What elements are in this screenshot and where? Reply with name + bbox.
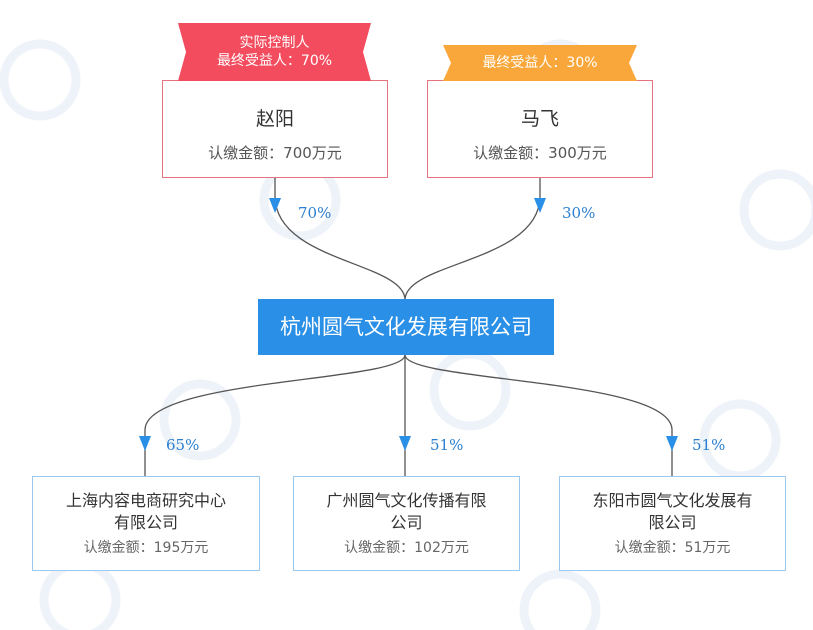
beneficiary-ribbon: 最终受益人：30% (443, 45, 637, 81)
arrow-down-icon (399, 436, 411, 451)
invested-company-card[interactable]: 东阳市圆气文化发展有 限公司 认缴金额：51万元 (559, 476, 786, 571)
shareholder-card[interactable]: 赵阳 认缴金额：700万元 (162, 80, 388, 178)
edge-holder1-to-company (274, 178, 406, 301)
edge-company-to-child3 (404, 354, 673, 476)
share-percent-label: 70% (298, 204, 332, 222)
investment-percent-label: 51% (692, 436, 726, 454)
subscribed-amount: 认缴金额：300万元 (473, 144, 607, 162)
invested-company-name-line2: 有限公司 (113, 513, 178, 532)
arrow-down-icon (534, 198, 546, 213)
arrow-down-icon (139, 436, 151, 451)
invested-company-card[interactable]: 广州圆气文化传播有限 公司 认缴金额：102万元 (293, 476, 520, 571)
invested-company-name-line1: 东阳市圆气文化发展有 (592, 491, 753, 510)
shareholder-name: 赵阳 (255, 108, 294, 130)
invested-company-name-line2: 限公司 (648, 513, 697, 532)
share-percent-label: 30% (562, 204, 596, 222)
beneficiary-percent-label: 最终受益人：70% (216, 53, 333, 69)
company-name: 杭州圆气文化发展有限公司 (280, 315, 532, 339)
arrow-down-icon (666, 436, 678, 451)
subscribed-amount: 认缴金额：700万元 (208, 144, 342, 162)
investment-percent-label: 65% (166, 436, 200, 454)
edge-holder2-to-company (404, 178, 541, 301)
subscribed-amount: 认缴金额：102万元 (344, 540, 469, 556)
investment-percent-label: 51% (430, 436, 464, 454)
beneficiary-percent-label: 最终受益人：30% (482, 55, 598, 71)
controller-label: 实际控制人 (239, 35, 310, 51)
invested-company-name-line1: 广州圆气文化传播有限 (326, 491, 487, 510)
subscribed-amount: 认缴金额：195万元 (83, 540, 209, 556)
invested-company-card[interactable]: 上海内容电商研究中心 有限公司 认缴金额：195万元 (32, 476, 260, 571)
subscribed-amount: 认缴金额：51万元 (614, 540, 731, 556)
arrow-down-icon (269, 198, 281, 213)
ribbon-band-icon (178, 23, 371, 81)
invested-company-name-line1: 上海内容电商研究中心 (65, 491, 226, 510)
target-company-card[interactable]: 杭州圆气文化发展有限公司 (258, 299, 554, 355)
edge-company-to-child1 (144, 354, 406, 476)
invested-company-name-line2: 公司 (390, 513, 423, 532)
shareholder-card[interactable]: 马飞 认缴金额：300万元 (427, 80, 653, 178)
shareholder-name: 马飞 (520, 108, 559, 130)
controller-ribbon: 实际控制人 最终受益人：70% (178, 23, 371, 81)
